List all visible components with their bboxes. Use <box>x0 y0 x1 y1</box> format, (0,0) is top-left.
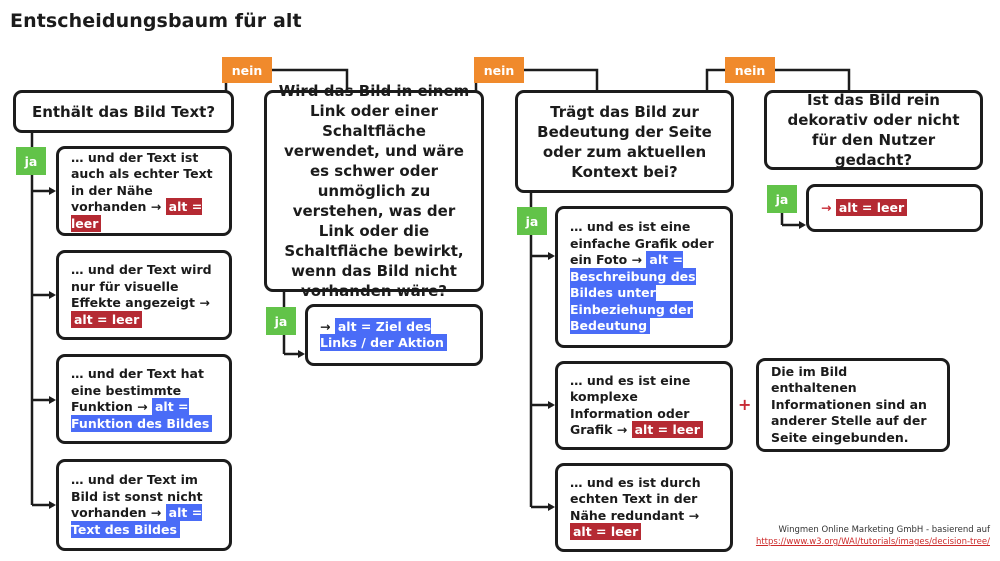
answer-text: → <box>821 199 832 215</box>
alt-value-badge: alt = leer <box>835 198 908 216</box>
answer-box-complex-info: … und es ist eine komplexe Information o… <box>555 361 733 450</box>
answer-box-visual-effects: … und der Text wird nur für visuelle Eff… <box>56 250 232 340</box>
credit: Wingmen Online Marketing GmbH - basieren… <box>756 524 990 548</box>
question-box-2: Wird das Bild in einem Link oder einer S… <box>264 82 484 300</box>
question-box-3: Trägt das Bild zur Bedeutung der Seite o… <box>515 90 734 193</box>
answer-box-redundant: … und es ist durch echten Text in der Nä… <box>555 463 733 552</box>
nein-tag-3: nein <box>725 57 775 83</box>
question-text: Wird das Bild in einem Link oder einer S… <box>278 82 470 300</box>
answer-text: … und es ist eine einfache Grafik oder e… <box>570 219 714 268</box>
credit-line: Wingmen Online Marketing GmbH - basieren… <box>778 525 990 535</box>
ja-tag-4: ja <box>767 185 797 213</box>
ja-tag-1: ja <box>16 147 46 175</box>
alt-value-badge: alt = leer <box>570 523 642 540</box>
answer-box-text-nearby: … und der Text ist auch als echter Text … <box>56 146 232 236</box>
answer-text: … und der Text hat eine bestimmte Funkti… <box>71 366 204 414</box>
answer-text: … und der Text im Bild ist sonst nicht v… <box>71 472 203 520</box>
answer-box-decorative: → alt = leer <box>806 184 983 232</box>
credit-link[interactable]: https://www.w3.org/WAI/tutorials/images/… <box>755 537 990 547</box>
question-box-4: Ist das Bild rein dekorativ oder nicht f… <box>764 90 983 170</box>
answer-box-simple-graphic: … und es ist eine einfache Grafik oder e… <box>555 206 733 348</box>
answer-box-link-target: → alt = Ziel des Links / der Aktion <box>305 304 483 366</box>
plus-sign: + <box>738 395 752 414</box>
alt-value-badge: alt = Ziel des Links / der Aktion <box>320 317 447 351</box>
nein-tag-1: nein <box>222 57 272 83</box>
answer-box-text-of-image: … und der Text im Bild ist sonst nicht v… <box>56 459 232 551</box>
question-text: Enthält das Bild Text? <box>31 102 216 121</box>
answer-text: … und der Text ist auch als echter Text … <box>71 149 213 215</box>
question-text: Trägt das Bild zur Bedeutung der Seite o… <box>537 102 712 181</box>
ja-tag-2: ja <box>266 307 296 335</box>
alt-value-badge: alt = leer <box>71 310 143 328</box>
nein-tag-2: nein <box>474 57 524 83</box>
question-box-1: Enthält das Bild Text? <box>13 90 234 133</box>
page-title: Entscheidungsbaum für alt <box>10 10 302 32</box>
answer-text: … und es ist durch echten Text in der Nä… <box>570 474 701 523</box>
info-elsewhere-text: Die im Bild enthaltenen Informationen si… <box>771 363 927 445</box>
alt-value-badge: alt = leer <box>631 421 703 438</box>
answer-box-function: … und der Text hat eine bestimmte Funkti… <box>56 354 232 444</box>
answer-text: … und es ist eine komplexe Information o… <box>570 372 691 438</box>
question-text: Ist das Bild rein dekorativ oder nicht f… <box>787 91 960 169</box>
answer-text: … und der Text wird nur für visuelle Eff… <box>71 262 212 310</box>
ja-tag-3: ja <box>517 207 547 235</box>
info-elsewhere-box: Die im Bild enthaltenen Informationen si… <box>756 358 950 452</box>
answer-text: → <box>320 318 331 334</box>
